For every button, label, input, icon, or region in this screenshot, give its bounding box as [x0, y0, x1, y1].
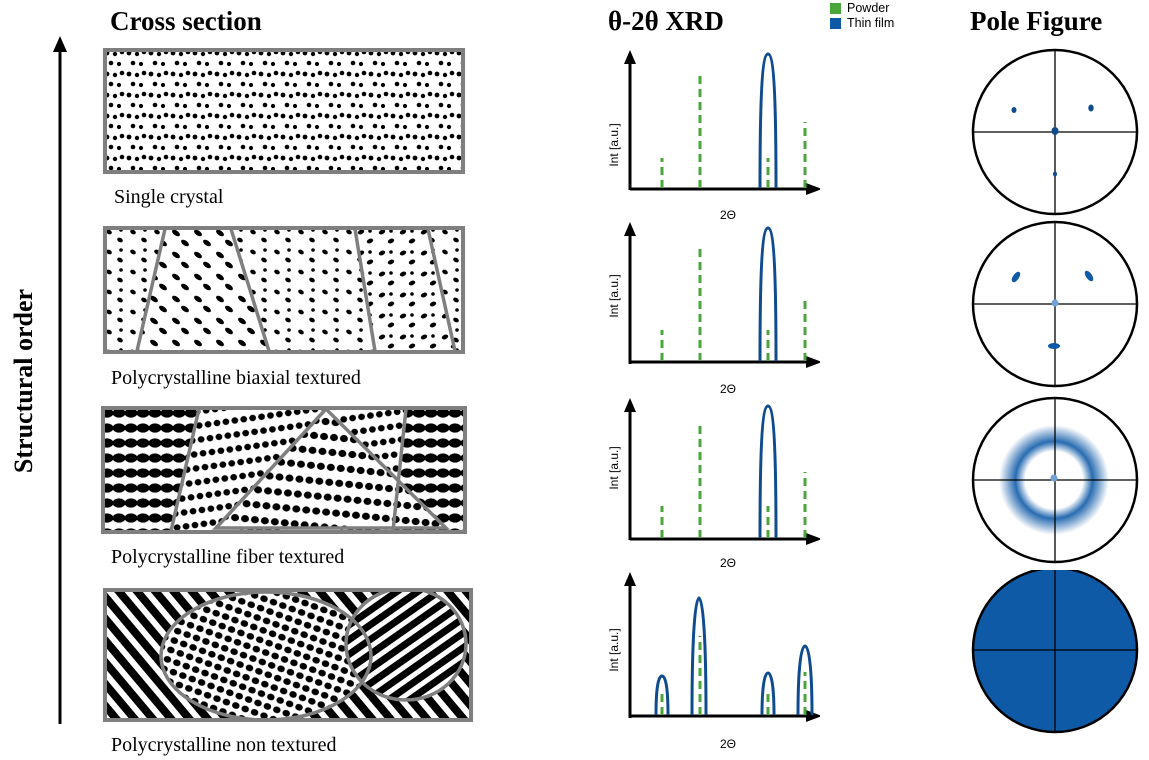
xrd-ylabel-fiber-textured: Int [a.u.] [607, 446, 621, 490]
xrd-heading: θ-2θ XRD [608, 6, 724, 36]
legend-item-powder: Powder [830, 2, 894, 15]
legend-item-thin-film: Thin film [830, 17, 894, 30]
xrd-plot-non-textured [624, 572, 820, 722]
caption-fiber-textured: Polycrystalline fiber textured [111, 546, 345, 568]
caption-non-textured: Polycrystalline non textured [111, 734, 337, 756]
pole-figure-heading: Pole Figure [970, 6, 1103, 36]
xrd-xlabel-biaxial-textured: 2Θ [720, 382, 737, 396]
legend: Powder Thin film [830, 2, 894, 30]
xrd-xlabel-fiber-textured: 2Θ [720, 556, 737, 570]
caption-single-crystal: Single crystal [114, 186, 224, 208]
xrd-ylabel-single-crystal: Int [a.u.] [607, 123, 621, 167]
powder-swatch [830, 3, 841, 14]
legend-label-powder: Powder [847, 1, 890, 15]
xrd-ylabel-non-textured: Int [a.u.] [607, 628, 621, 672]
thin-film-swatch [830, 18, 841, 29]
xrd-plot-single-crystal [624, 50, 820, 195]
caption-biaxial-textured: Polycrystalline biaxial textured [111, 367, 361, 389]
xrd-plot-fiber-textured [624, 398, 820, 545]
cross-section-non-textured [103, 588, 473, 722]
xrd-plot-biaxial-textured [624, 222, 820, 368]
pole-figure-fiber-textured [971, 396, 1139, 564]
pole-figure-single-crystal [971, 48, 1139, 216]
xrd-xlabel-single-crystal: 2Θ [720, 208, 737, 222]
xrd-ylabel-biaxial-textured: Int [a.u.] [607, 274, 621, 318]
pole-figure-non-textured [971, 570, 1139, 734]
structural-order-label: Structural order [9, 288, 38, 474]
structural-order-arrow [53, 36, 67, 724]
cross-section-heading: Cross section [110, 6, 262, 36]
legend-label-thin-film: Thin film [847, 16, 895, 30]
cross-section-single-crystal [103, 48, 465, 174]
xrd-xlabel-non-textured: 2Θ [720, 737, 737, 751]
cross-section-fiber-textured [101, 406, 467, 534]
pole-figure-biaxial-textured [971, 220, 1139, 388]
cross-section-biaxial-textured [103, 226, 465, 354]
